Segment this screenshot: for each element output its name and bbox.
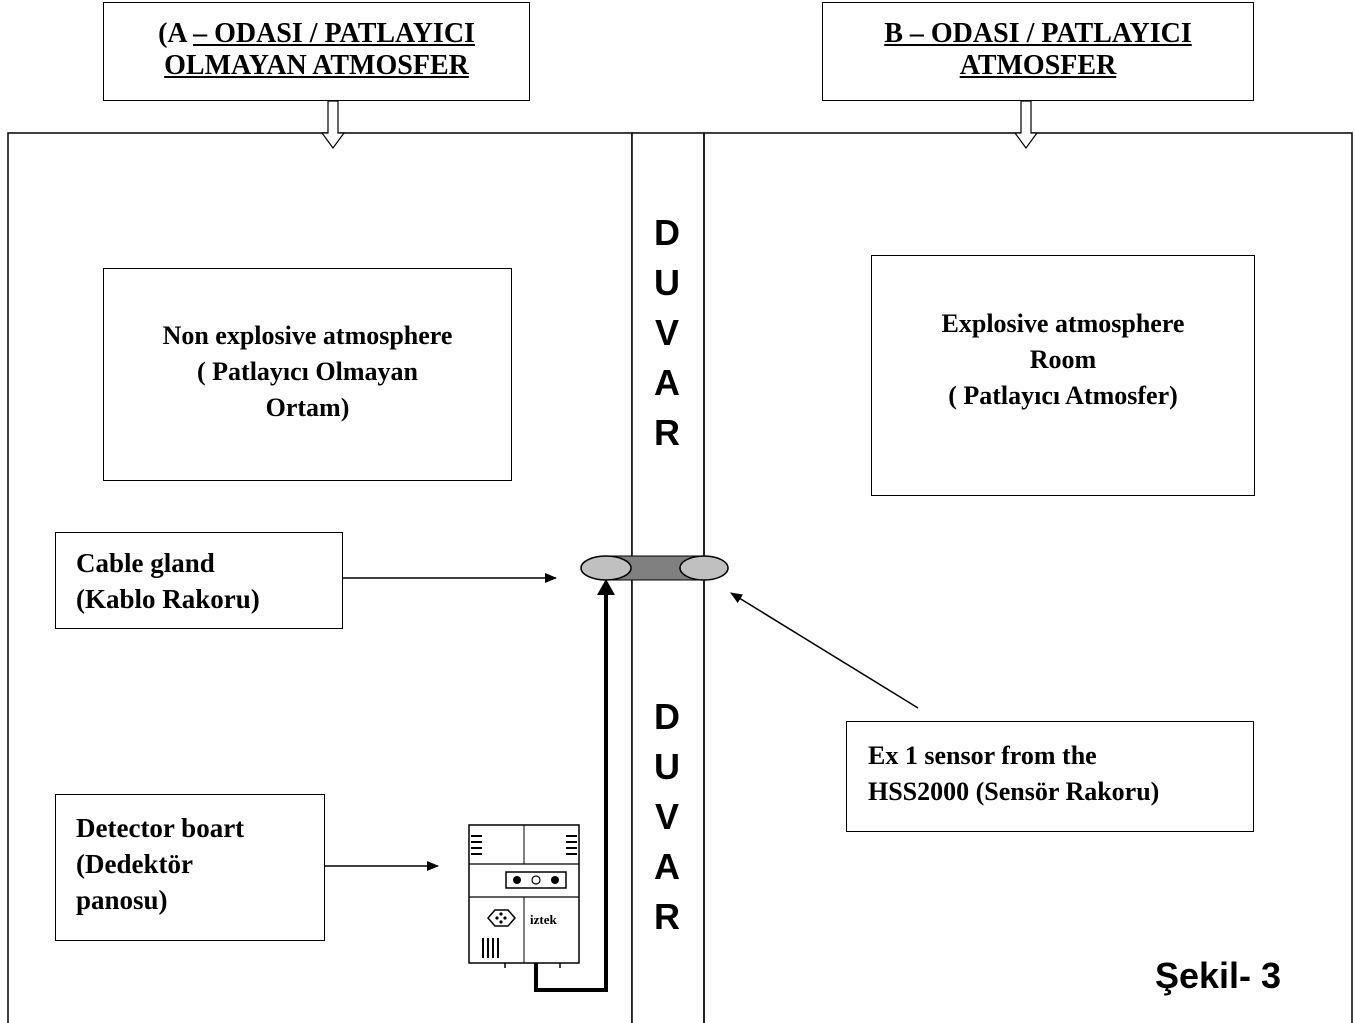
room-a-label-box bbox=[103, 268, 512, 481]
room-a-line1: Non explosive atmosphere bbox=[162, 321, 453, 350]
header-room-a-prefix: (A bbox=[158, 18, 194, 49]
cable-gland-label-box bbox=[55, 532, 343, 629]
wall-letter: D bbox=[654, 696, 680, 737]
room-b-label-box bbox=[871, 255, 1255, 496]
cable-gland-left bbox=[580, 555, 632, 581]
sensor-label-box bbox=[846, 721, 1254, 832]
wall-label-bottom: D U V A R bbox=[632, 692, 702, 942]
detector-board-device bbox=[468, 824, 580, 968]
down-arrow-icon-right bbox=[1013, 100, 1039, 150]
down-arrow-icon-left bbox=[320, 100, 346, 150]
room-b-line2: Room bbox=[1029, 345, 1097, 374]
cable-arrowhead bbox=[597, 579, 615, 595]
cable-gland-line2: (Kablo Rakoru) bbox=[76, 584, 260, 614]
wall-letter: V bbox=[654, 312, 679, 353]
sensor-line2: HSS2000 (Sensör Rakoru) bbox=[868, 777, 1160, 806]
sensor-hex-icon bbox=[487, 909, 516, 927]
cable-gland-label: Cable gland (Kablo Rakoru) bbox=[76, 545, 260, 617]
sensor-label: Ex 1 sensor from the HSS2000 (Sensör Rak… bbox=[868, 738, 1159, 810]
detector-cable bbox=[534, 592, 608, 992]
room-b-line3: ( Patlayıcı Atmosfer) bbox=[948, 381, 1178, 410]
room-a-line3: Ortam) bbox=[265, 393, 350, 422]
wall-letter: R bbox=[654, 412, 680, 453]
header-room-b-line1: B – ODASI / PATLAYICI bbox=[884, 18, 1192, 49]
detector-line1: Detector boart bbox=[76, 813, 245, 843]
cable-gland-line1: Cable gland bbox=[76, 548, 215, 578]
wall-letter: U bbox=[654, 746, 680, 787]
room-a-label: Non explosive atmosphere ( Patlayıcı Olm… bbox=[103, 318, 512, 426]
wall-letter: A bbox=[654, 362, 680, 403]
wall-letter: V bbox=[654, 796, 679, 837]
detector-label: Detector boart (Dedektör panosu) bbox=[76, 810, 244, 918]
header-room-b-line2: ATMOSFER bbox=[959, 50, 1117, 81]
wall-letter: A bbox=[654, 846, 680, 887]
room-a-line2: ( Patlayıcı Olmayan bbox=[197, 357, 418, 386]
sensor-pointer-arrow bbox=[730, 592, 919, 709]
header-room-a: (A – ODASI / PATLAYICI OLMAYAN ATMOSFER bbox=[103, 2, 530, 101]
room-b-label: Explosive atmosphere Room ( Patlayıcı At… bbox=[871, 306, 1255, 414]
header-room-a-line2: OLMAYAN ATMOSFER bbox=[164, 50, 469, 81]
sensor-line1: Ex 1 sensor from the bbox=[868, 741, 1097, 770]
header-room-b: B – ODASI / PATLAYICI ATMOSFER bbox=[822, 2, 1254, 101]
detector-label-box bbox=[55, 794, 325, 941]
room-b-line1: Explosive atmosphere bbox=[941, 309, 1185, 338]
wall-letter: D bbox=[654, 212, 680, 253]
figure-label: Şekil- 3 bbox=[1155, 955, 1282, 996]
wall-letter: U bbox=[654, 262, 680, 303]
header-room-a-line1: – ODASI / PATLAYICI bbox=[193, 18, 475, 49]
wall-letter: R bbox=[654, 896, 680, 937]
detector-line3: panosu) bbox=[76, 885, 168, 915]
device-brand-logo: iztek bbox=[530, 912, 557, 927]
detector-line2: (Dedektör bbox=[76, 849, 193, 879]
wall-label-top: D U V A R bbox=[632, 208, 702, 458]
cable-gland-right bbox=[679, 555, 729, 581]
